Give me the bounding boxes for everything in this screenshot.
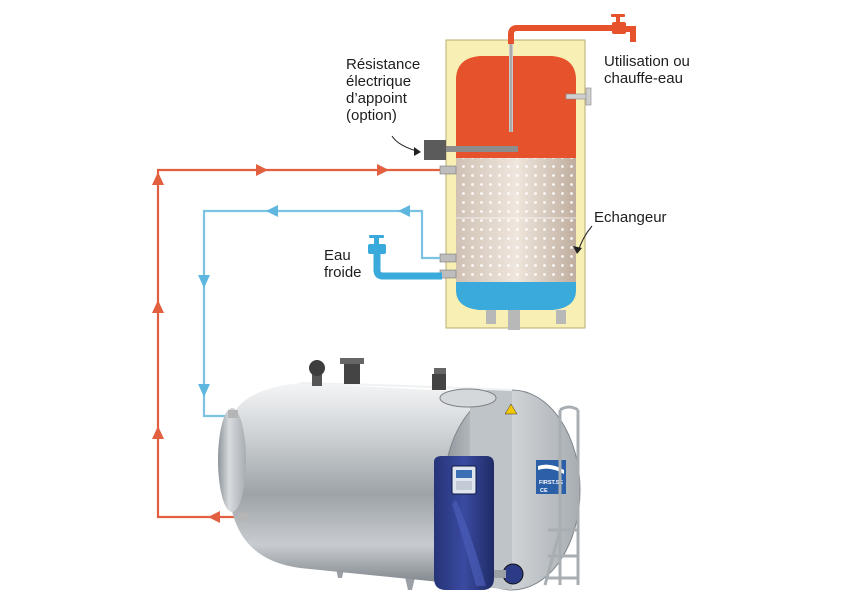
tank-body — [230, 383, 470, 585]
flow-arrow-icon — [152, 300, 164, 313]
cold-water-inlet — [373, 252, 442, 280]
milk-cooling-tank: FIRST.SE CE — [218, 358, 581, 591]
flow-arrow-icon — [377, 164, 389, 176]
cold-water-zone — [456, 282, 576, 310]
flow-arrow-icon — [198, 384, 210, 397]
hot-water-zone — [456, 56, 576, 158]
hot-water-cylinder — [424, 25, 622, 330]
flow-arrow-icon — [198, 275, 210, 288]
label-utilisation: Utilisation ou chauffe-eau — [604, 53, 690, 87]
tank-ladder — [543, 405, 580, 586]
flow-arrow-icon — [152, 426, 164, 439]
label-echangeur: Echangeur — [594, 209, 667, 226]
cold-loop — [198, 205, 440, 418]
flow-arrow-icon — [208, 511, 220, 523]
flow-arrow-icon — [152, 172, 164, 185]
label-resistance-line1: Résistance — [346, 56, 421, 73]
electric-resistance — [424, 140, 446, 160]
label-resistance: Résistance électrique d’appoint (option) — [346, 56, 420, 124]
label-utilisation-line1: Utilisation ou — [604, 53, 690, 70]
label-eau-froide-line2: froide — [324, 264, 362, 281]
cold-tap-icon — [368, 235, 386, 254]
label-resistance-line4: (option) — [346, 107, 397, 124]
label-eau-froide: Eau froide — [324, 247, 362, 281]
flow-arrow-icon — [398, 205, 410, 217]
label-echangeur-text: Echangeur — [594, 209, 667, 226]
label-resistance-line2: électrique — [346, 73, 412, 90]
flow-arrow-icon — [266, 205, 278, 217]
hot-loop — [152, 164, 440, 523]
hot-tap-icon — [611, 14, 636, 42]
badge-mark: CE — [540, 488, 548, 494]
label-eau-froide-line1: Eau — [324, 247, 351, 264]
label-resistance-line3: d’appoint — [346, 90, 407, 107]
flow-arrow-icon — [256, 164, 268, 176]
badge-brand: FIRST.SE — [539, 480, 563, 486]
label-utilisation-line2: chauffe-eau — [604, 70, 683, 87]
